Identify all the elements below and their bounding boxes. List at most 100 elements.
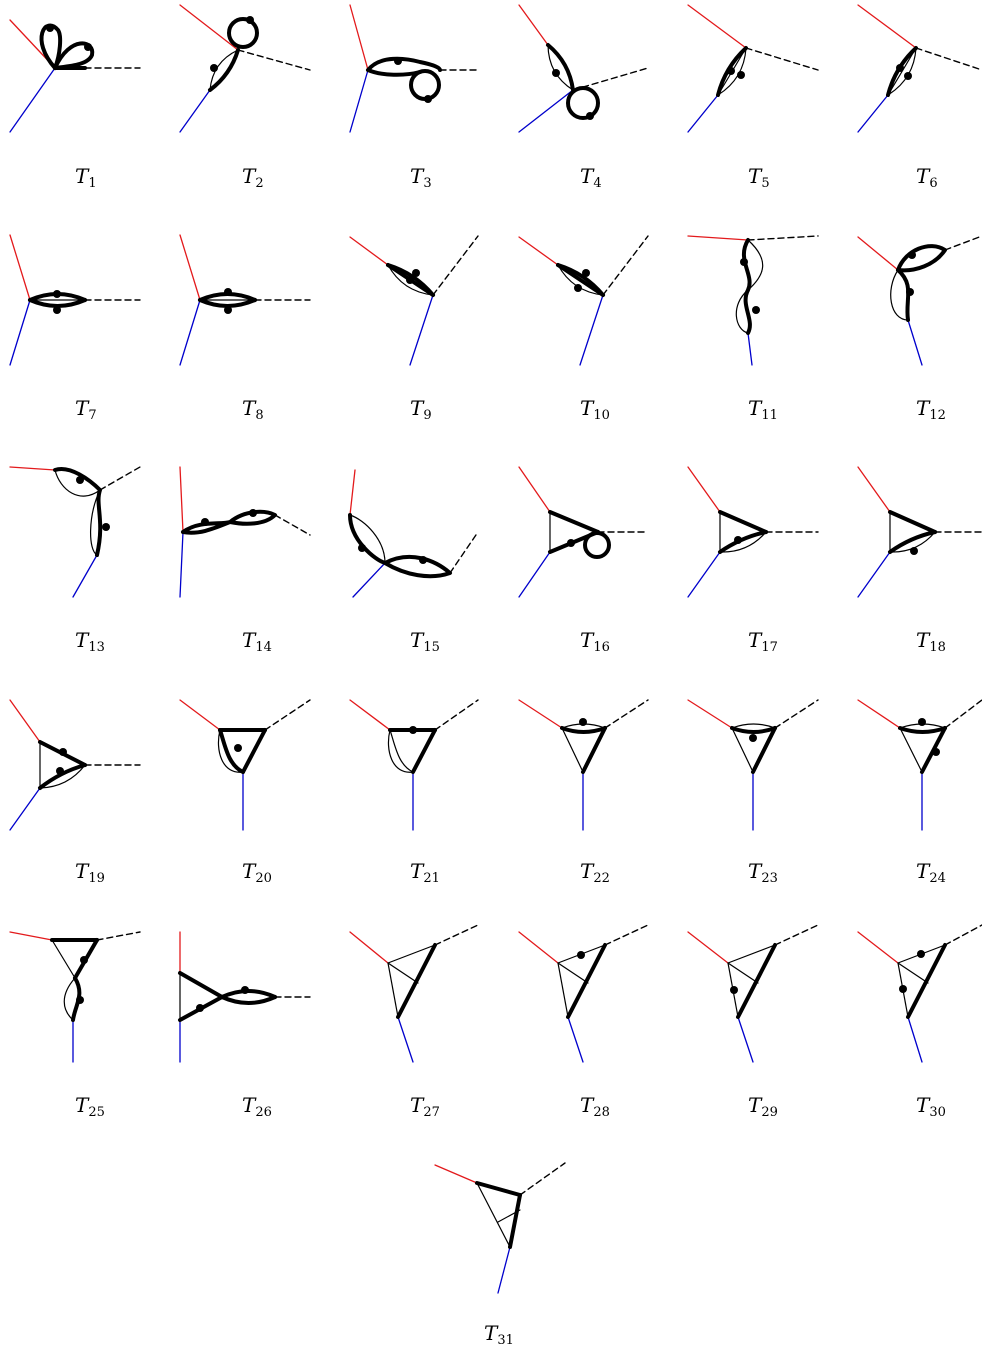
diagram-label-letter: T [916, 628, 931, 652]
external-leg-red [518, 236, 559, 266]
propagator-dot [241, 986, 249, 994]
propagator-line [557, 962, 569, 1018]
external-leg-blue [687, 551, 721, 598]
external-leg-blue [409, 294, 434, 366]
propagator-dot [46, 24, 54, 32]
propagator-dot [406, 276, 414, 284]
diagram-t25: T25 [9, 931, 141, 1120]
diagram-label-index: 17 [761, 640, 778, 655]
external-leg-blue [9, 787, 41, 831]
propagator-dot [896, 64, 904, 72]
bubble-arc [731, 723, 776, 729]
external-leg-blue [397, 1016, 414, 1063]
diagram-label: T9 [410, 396, 432, 423]
propagator-dot [552, 69, 560, 77]
propagator-curve [218, 728, 245, 774]
diagram-label-letter: T [75, 396, 90, 420]
propagator-line [731, 727, 754, 773]
propagator-dot [582, 269, 590, 277]
propagator-dot [734, 536, 742, 544]
thick-propagator [508, 1193, 522, 1249]
diagram-t23: T23 [687, 699, 819, 886]
external-leg-red [518, 4, 549, 46]
bubble-arc [28, 298, 87, 308]
propagator-dot [102, 523, 110, 531]
external-leg-dashed [944, 924, 982, 946]
bubble-arc [547, 44, 574, 91]
bubble-arc [198, 298, 257, 308]
external-leg-blue [72, 554, 98, 598]
diagram-t28: T28 [518, 924, 649, 1120]
thick-propagator [566, 943, 607, 1019]
diagram-label-letter: T [484, 1321, 499, 1345]
external-leg-red [9, 466, 56, 471]
external-leg-blue [687, 94, 719, 133]
diagram-label-letter: T [410, 1093, 425, 1117]
external-leg-red [687, 466, 721, 513]
diagram-t11: T11 [687, 235, 819, 423]
diagram-label-letter: T [916, 859, 931, 883]
diagram-t10: T10 [518, 235, 649, 423]
propagator-dot [740, 258, 748, 266]
thick-propagator [751, 726, 777, 774]
bubble-arc [718, 530, 768, 554]
diagram-label-index: 22 [593, 871, 610, 886]
external-leg-red [687, 931, 729, 964]
diagram-label: T22 [580, 859, 610, 886]
diagram-label-index: 13 [88, 640, 105, 655]
diagram-label: T24 [916, 859, 946, 886]
external-leg-dashed [237, 49, 311, 71]
propagator-line [887, 47, 917, 96]
diagram-label-index: 27 [423, 1105, 440, 1120]
diagram-label-index: 5 [761, 176, 769, 191]
diagram-t29: T29 [687, 924, 819, 1120]
propagator-dot [196, 1004, 204, 1012]
bubble-arc [209, 49, 239, 91]
diagram-label-index: 9 [423, 408, 431, 423]
diagram-label: T11 [748, 396, 778, 423]
propagator-dot [899, 985, 907, 993]
diagram-label-index: 18 [929, 640, 946, 655]
propagator-dot [412, 269, 420, 277]
external-leg-red [857, 699, 901, 729]
propagator-dot [574, 284, 582, 292]
diagram-t24: T24 [857, 699, 982, 886]
bubble-arc [220, 995, 277, 1005]
external-leg-dashed [747, 235, 819, 241]
diagram-label-letter: T [748, 396, 763, 420]
external-leg-red [179, 4, 239, 51]
external-leg-red [179, 466, 184, 533]
diagram-label: T4 [580, 164, 602, 191]
diagram-t2: T2 [179, 4, 311, 191]
external-leg-red [179, 699, 221, 731]
propagator-line [727, 962, 759, 984]
bubble-arc [888, 530, 937, 554]
propagator-line [557, 962, 589, 984]
propagator-dot [737, 71, 745, 79]
external-leg-dashed [774, 699, 819, 729]
diagram-t19: T19 [9, 699, 141, 886]
diagram-label-index: 1 [88, 176, 96, 191]
diagram-t12: T12 [857, 235, 982, 423]
external-leg-dashed [602, 235, 649, 296]
propagator-dot [730, 986, 738, 994]
propagator-line [897, 962, 929, 984]
propagator-dot [210, 64, 218, 72]
diagram-label-letter: T [410, 859, 425, 883]
external-leg-blue [179, 89, 211, 133]
diagram-label: T8 [242, 396, 264, 423]
diagram-label-index: 25 [88, 1105, 105, 1120]
external-leg-blue [857, 94, 889, 133]
diagram-label-letter: T [242, 164, 257, 188]
propagator-dot [76, 476, 84, 484]
diagram-t14: T14 [179, 466, 311, 655]
propagator-line [387, 962, 419, 984]
propagator-dot [201, 518, 209, 526]
external-leg-blue [349, 69, 369, 133]
propagator-dot [910, 547, 918, 555]
external-leg-red [687, 4, 747, 49]
external-leg-dashed [99, 466, 141, 491]
diagram-label-letter: T [242, 628, 257, 652]
propagator-curve [389, 729, 414, 773]
propagator-dot [76, 996, 84, 1004]
